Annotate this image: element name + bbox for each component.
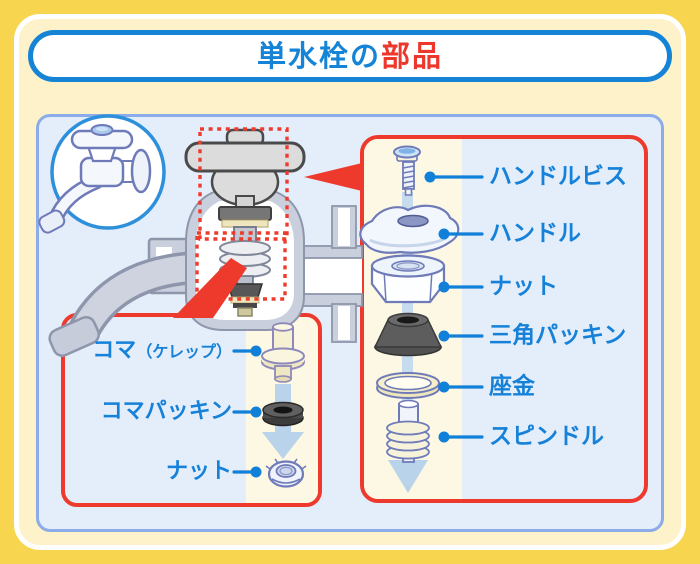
page-title: 単水栓の — [256, 38, 381, 73]
pointer-to-bottom-callout — [173, 258, 247, 318]
label-handle: ハンドル — [489, 220, 581, 247]
spout-tip — [38, 209, 66, 234]
leader-lines-bottom — [232, 345, 262, 478]
nut-drawing — [370, 254, 446, 304]
triangle-packing-drawing — [373, 312, 443, 357]
handle-screw-drawing — [393, 145, 421, 196]
handle-drawing — [359, 204, 460, 254]
label-handle-screw: ハンドルビス — [489, 163, 627, 190]
faucet-cross-section — [48, 128, 363, 357]
page-title-highlight: 部品 — [381, 38, 444, 73]
label-washer: 座金 — [489, 373, 535, 400]
label-koma-sub: （ケレップ） — [136, 342, 232, 361]
pointer-to-right-callout — [304, 163, 362, 191]
washer-drawing — [376, 372, 440, 399]
leader-lines-right — [424, 171, 484, 443]
spindle-drawing — [386, 399, 430, 463]
label-koma: コマ（ケレップ） — [92, 340, 232, 362]
koma-valve-drawing — [261, 322, 305, 383]
assembly-arrow-down — [388, 460, 428, 493]
label-koma-packing: コマパッキン — [100, 399, 232, 424]
assembly-arrow-down — [262, 432, 304, 459]
focus-rect-handle-area — [198, 127, 289, 241]
title-banner: 単水栓の部品 — [28, 30, 672, 82]
exploded-parts-right — [359, 145, 484, 493]
koma-packing-drawing — [262, 401, 304, 427]
label-koma-main: コマ — [92, 338, 137, 363]
spout-tip — [48, 315, 100, 357]
faucet-thumbnail-inset — [38, 114, 166, 234]
exploded-parts-bottom — [232, 322, 307, 488]
small-nut-drawing — [265, 458, 307, 488]
label-spindle: スピンドル — [489, 423, 604, 450]
label-nut: ナット — [489, 273, 558, 300]
label-triangle-packing: 三角パッキン — [489, 322, 627, 349]
label-nut-bottom: ナット — [165, 459, 232, 484]
focus-rect-koma-area — [195, 231, 287, 301]
